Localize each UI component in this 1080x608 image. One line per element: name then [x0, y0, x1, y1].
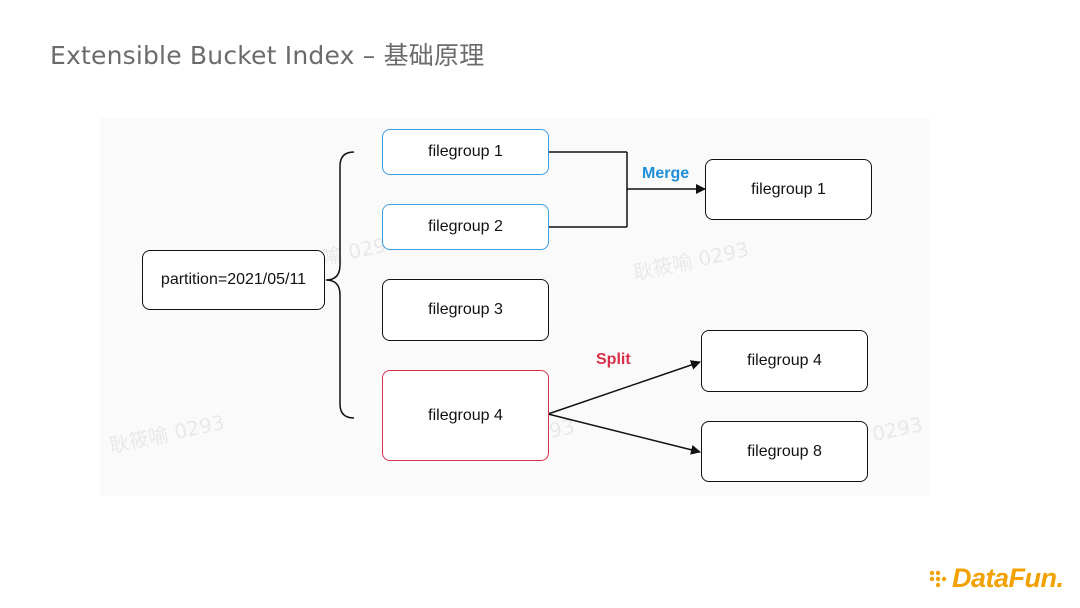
slide-title: Extensible Bucket Index – 基础原理 — [50, 41, 485, 70]
datafun-logo: DataFun. — [928, 560, 1064, 596]
merge-label: Merge — [642, 165, 690, 182]
filegroup-1-node: filegroup 1 — [382, 129, 549, 175]
logo-dots-icon — [929, 570, 947, 588]
filegroup-3-node: filegroup 3 — [382, 279, 549, 341]
split-label: Split — [596, 351, 631, 368]
merged-filegroup-node: filegroup 1 — [705, 159, 872, 220]
split-arrow-1 — [547, 360, 701, 415]
split-filegroup-8-node: filegroup 8 — [701, 421, 868, 482]
logo-text: DataFun. — [952, 562, 1064, 593]
partition-node: partition=2021/05/11 — [142, 250, 325, 310]
split-filegroup-4-node: filegroup 4 — [701, 330, 868, 392]
filegroup-2-node: filegroup 2 — [382, 204, 549, 250]
split-arrow-2 — [547, 413, 701, 455]
filegroup-4-node: filegroup 4 — [382, 370, 549, 461]
partition-brace — [325, 151, 355, 419]
